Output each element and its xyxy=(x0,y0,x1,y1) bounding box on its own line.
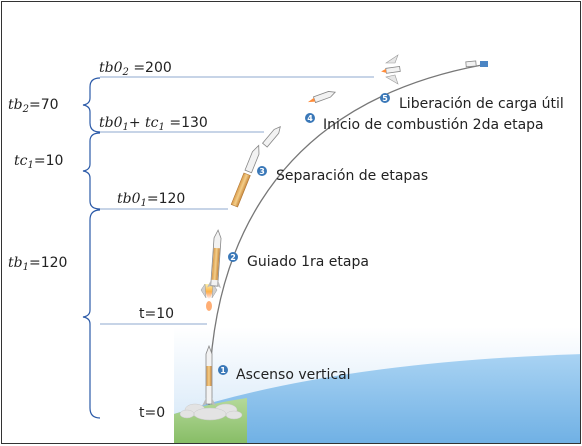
phase-1: 1 Ascenso vertical xyxy=(218,365,351,383)
duration-labels: tb2=70 tc1=10 tb1=120 xyxy=(8,97,67,273)
phase-3: 3 Separación de etapas xyxy=(257,166,428,184)
label-tb1: tb1=120 xyxy=(8,255,67,273)
rocket-liftoff xyxy=(202,344,216,406)
label-tb01: tb01=120 xyxy=(117,191,185,209)
svg-text:4: 4 xyxy=(307,114,313,123)
rocket-second-stage xyxy=(261,91,336,148)
svg-text:Liberación de carga útil: Liberación de carga útil xyxy=(399,96,564,112)
svg-text:3: 3 xyxy=(259,167,265,176)
bracket-tb1 xyxy=(82,209,101,419)
phase-2: 2 Guiado 1ra etapa xyxy=(228,252,369,270)
svg-text:2: 2 xyxy=(230,253,236,262)
satellite-icon xyxy=(480,61,488,67)
svg-text:Inicio de combustión 2da etapa: Inicio de combustión 2da etapa xyxy=(323,117,544,133)
svg-text:Ascenso vertical: Ascenso vertical xyxy=(236,367,351,383)
label-tb01-tc1: tb01+ tc1 =130 xyxy=(99,115,208,133)
svg-text:Separación de etapas: Separación de etapas xyxy=(276,168,428,184)
label-t10: t=10 xyxy=(139,306,174,322)
rocket-guided xyxy=(207,229,222,289)
phase-5: 5 Liberación de carga útil xyxy=(380,93,564,112)
label-t0: t=0 xyxy=(139,405,165,421)
time-markers: tb02 =200 tb01+ tc1 =130 tb01=120 t=10 t… xyxy=(99,60,208,421)
svg-text:1: 1 xyxy=(220,366,226,375)
rocket-stage-separation xyxy=(230,144,260,208)
launch-smoke xyxy=(179,403,243,421)
payload-release xyxy=(381,54,488,85)
bracket-tb2 xyxy=(82,77,101,133)
bracket-tc1 xyxy=(82,132,101,210)
earth-surface xyxy=(174,354,580,443)
time-guides xyxy=(100,76,374,325)
phase-annotations: 1 Ascenso vertical 2 Guiado 1ra etapa 3 … xyxy=(218,93,564,383)
label-tb02: tb02 =200 xyxy=(99,60,172,78)
svg-text:5: 5 xyxy=(382,94,388,103)
svg-text:Guiado 1ra etapa: Guiado 1ra etapa xyxy=(247,254,369,270)
engine-flame xyxy=(200,283,218,311)
duration-brackets xyxy=(82,77,101,419)
label-tb2: tb2=70 xyxy=(8,97,59,115)
label-tc1: tc1=10 xyxy=(14,153,63,171)
phase-4: 4 Inicio de combustión 2da etapa xyxy=(305,113,544,133)
trajectory-line xyxy=(208,64,483,406)
